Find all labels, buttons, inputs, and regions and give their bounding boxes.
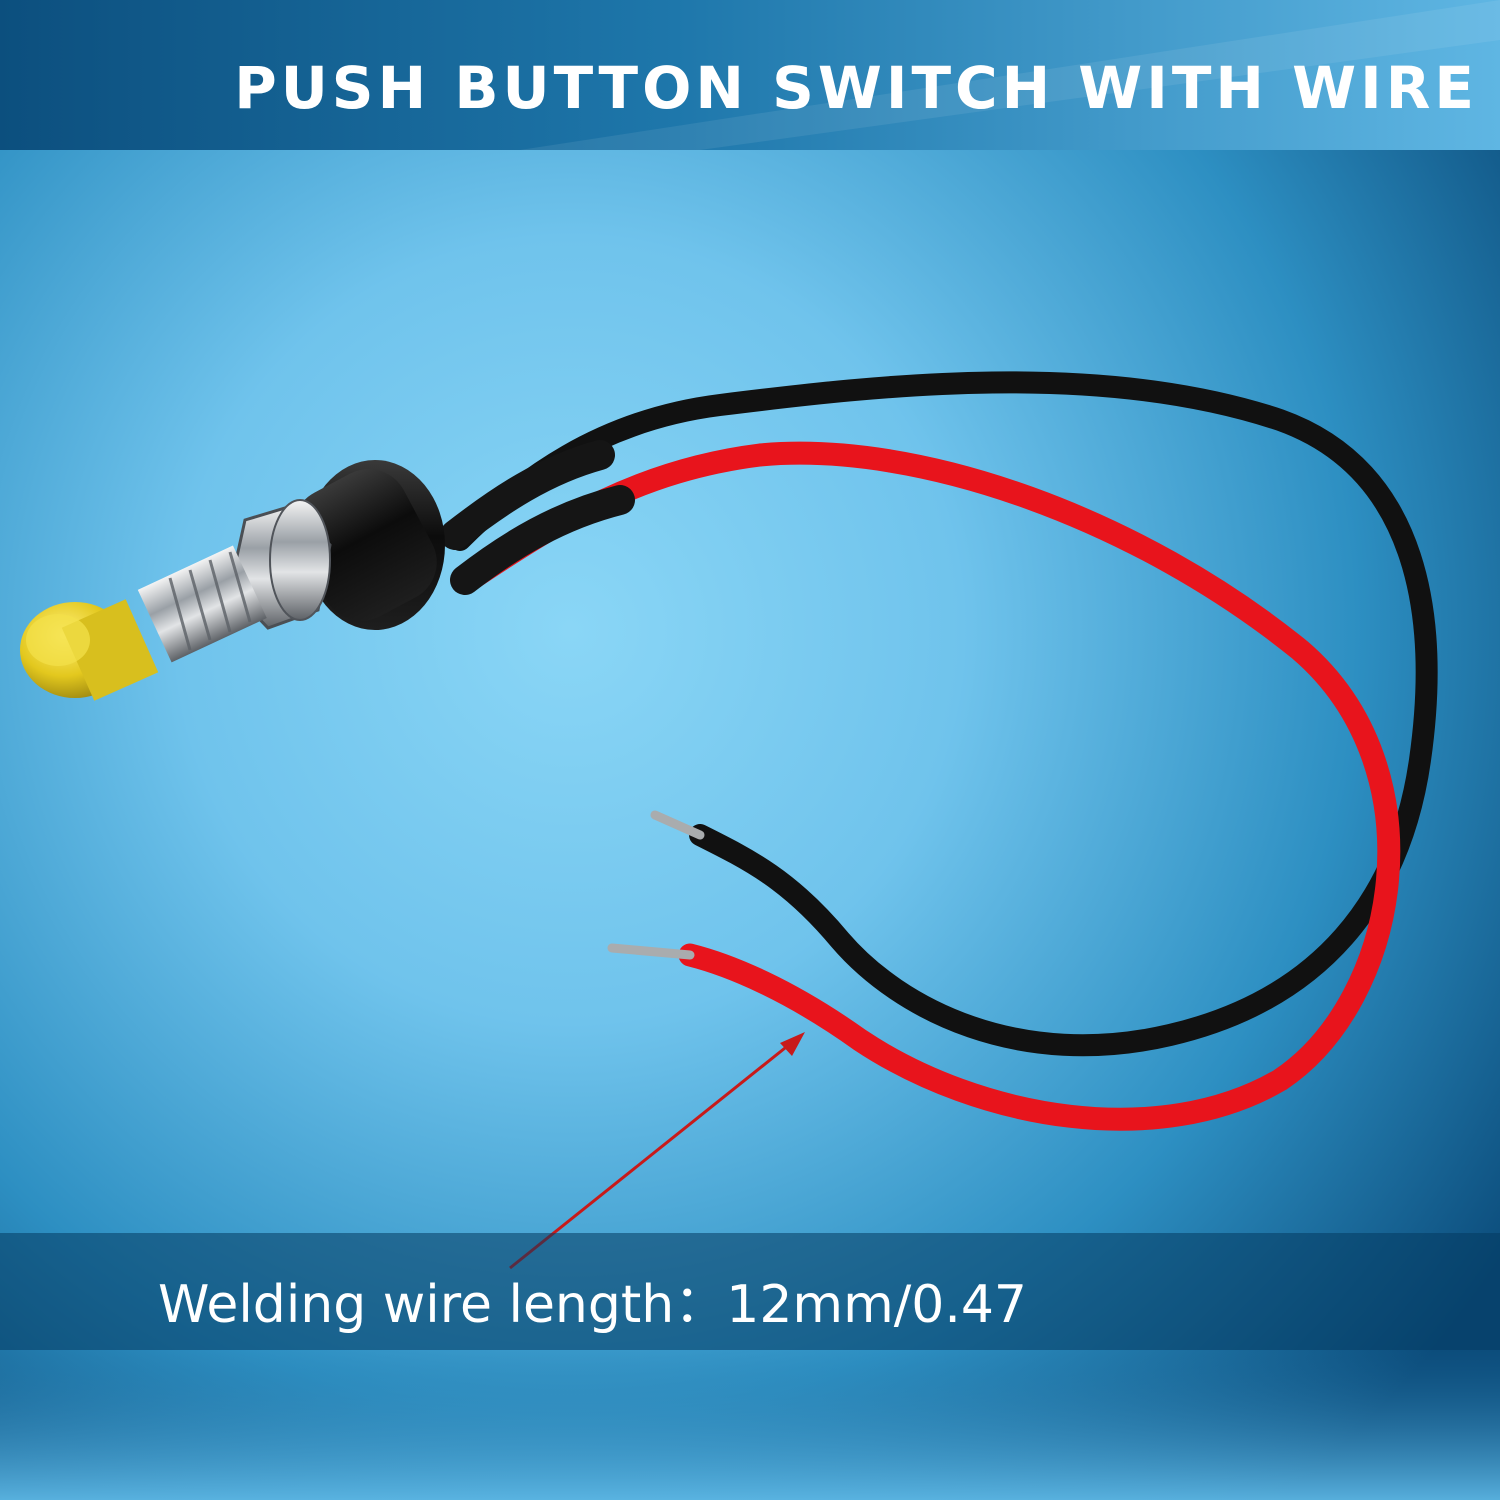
annotation-arrow [509, 1038, 796, 1270]
wire-length-caption: Welding wire length：12mm/0.47 [158, 1275, 1028, 1335]
caption-band [0, 1233, 1500, 1350]
black-wire [449, 371, 1438, 1057]
page-title: PUSH BUTTON SWITCH WITH WIRE [234, 54, 1478, 122]
red-wire [458, 441, 1401, 1131]
threaded-barrel [137, 545, 267, 663]
title-band [0, 0, 1500, 150]
